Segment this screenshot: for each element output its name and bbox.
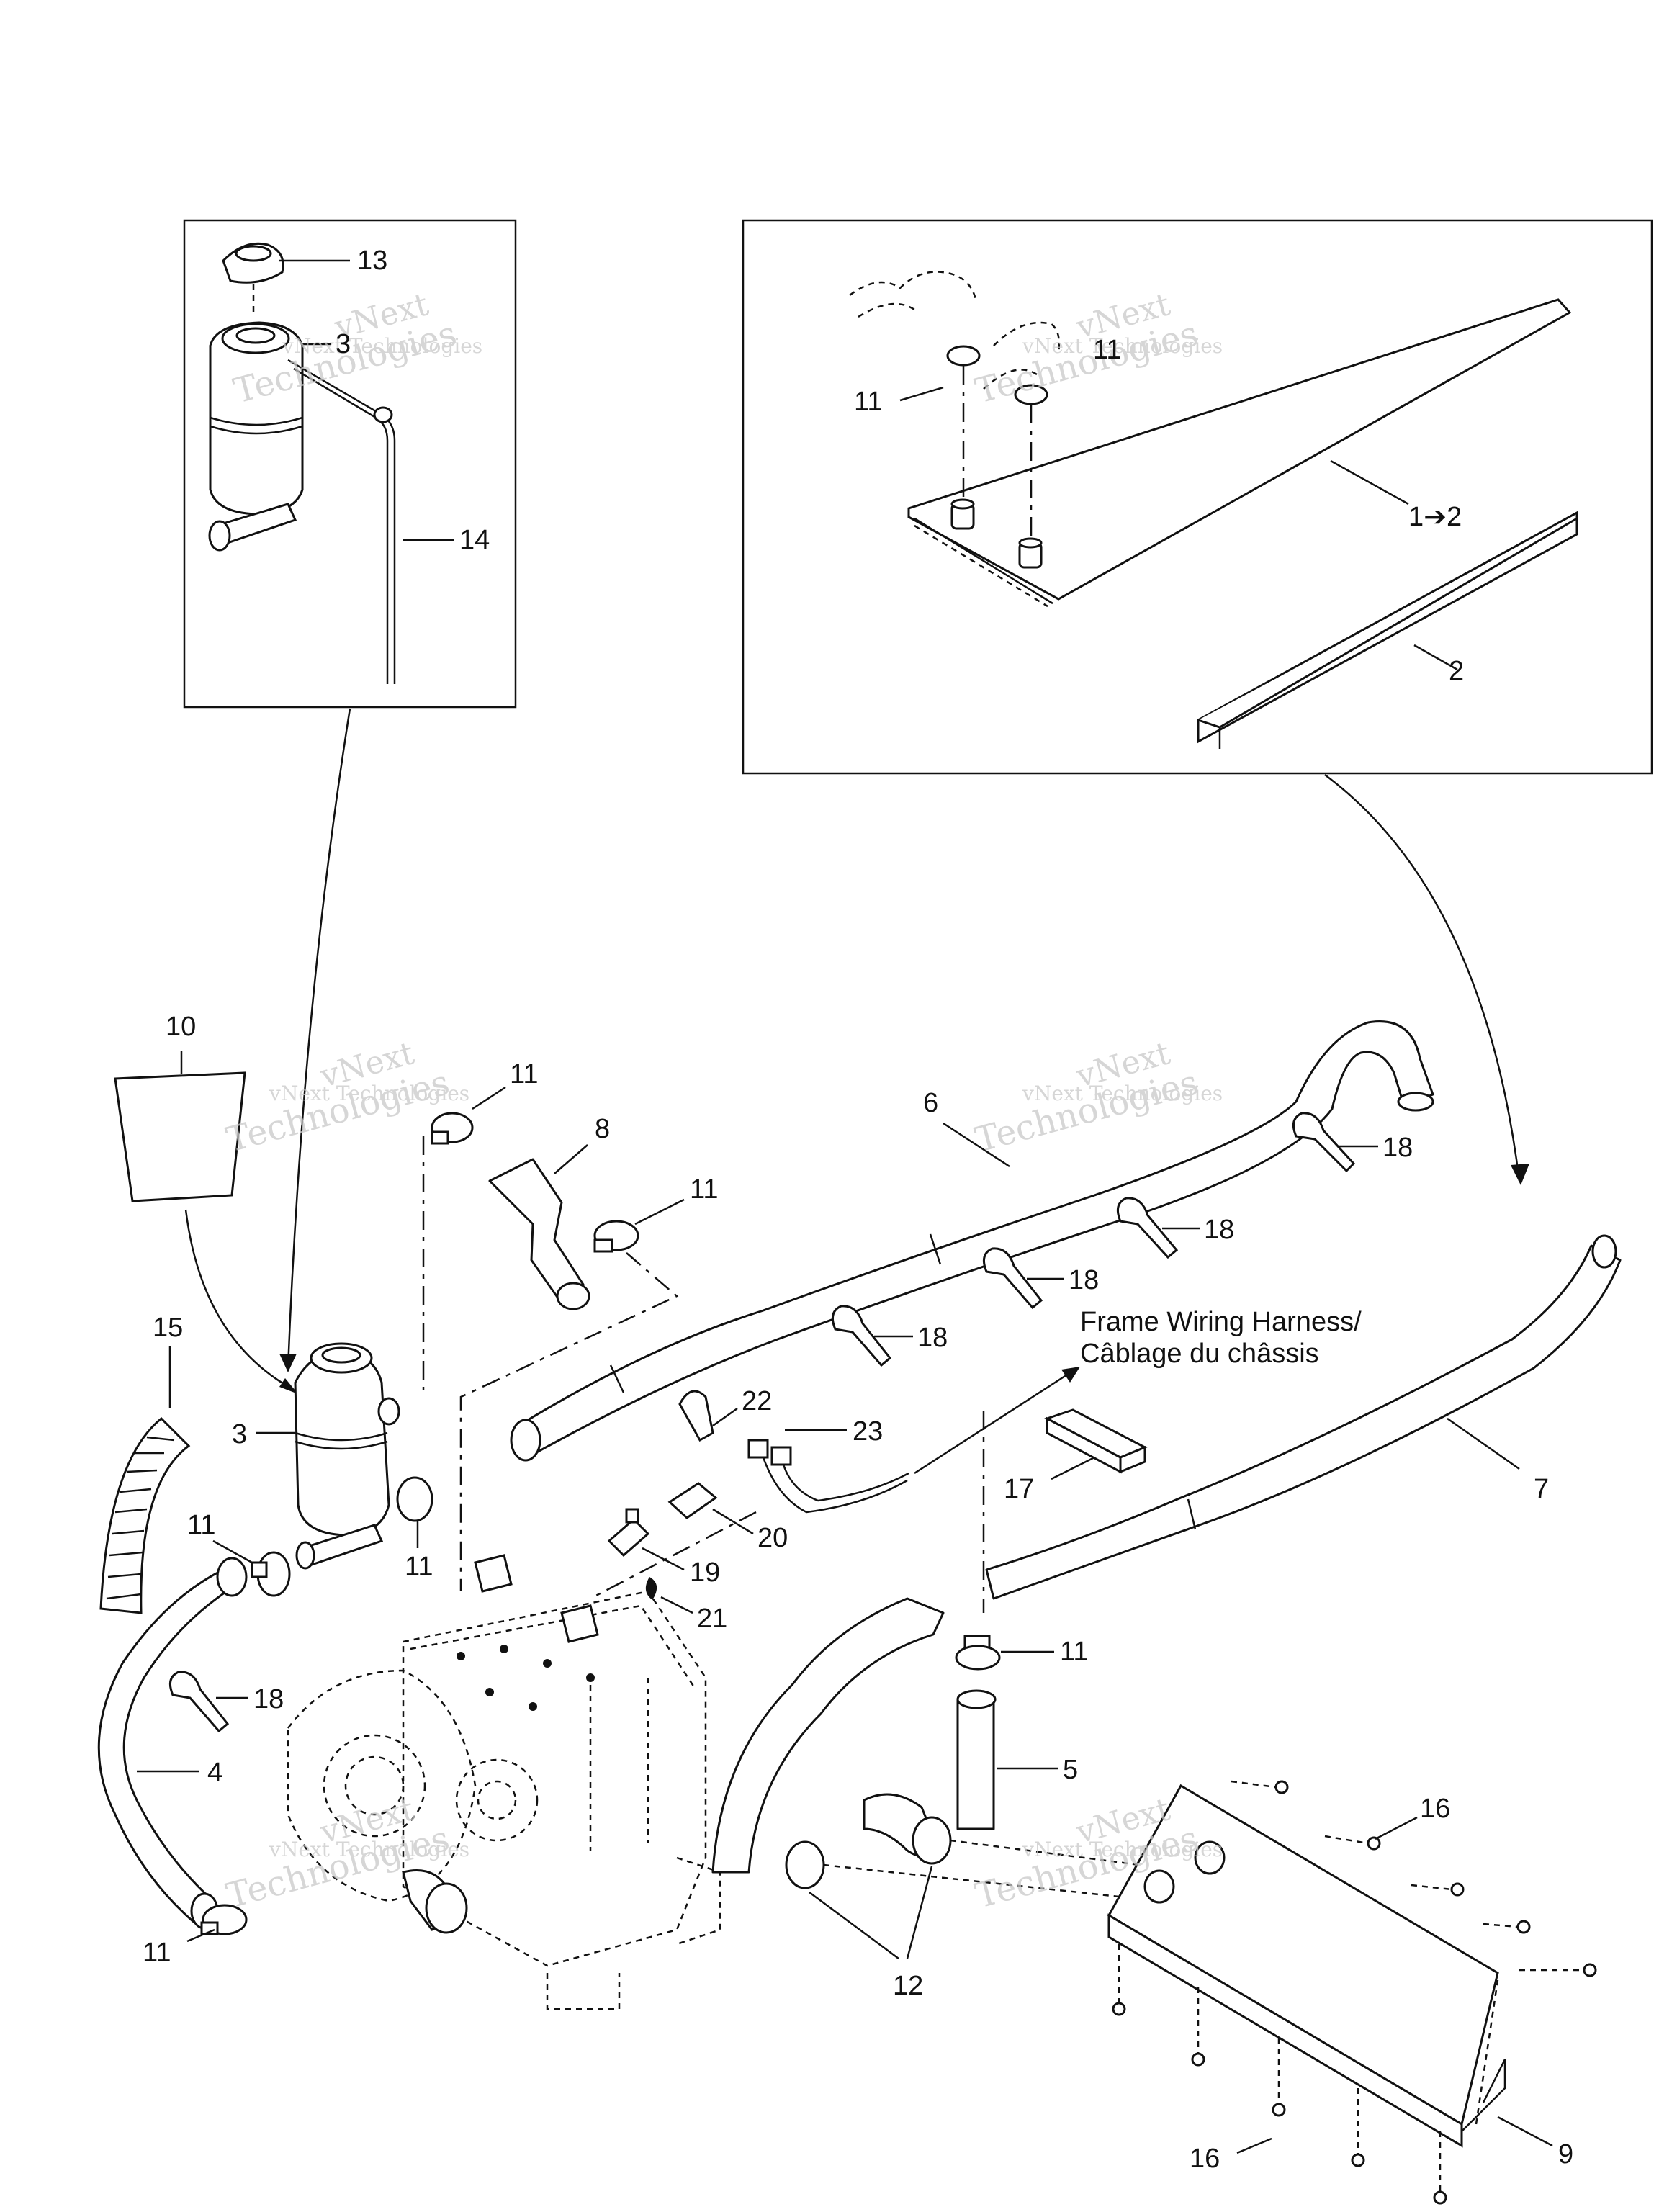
exchanger-arrow-head xyxy=(1511,1164,1529,1185)
callout-3: 3 xyxy=(232,1419,247,1449)
callout-16-top: 16 xyxy=(1420,1794,1450,1824)
hose-5 xyxy=(711,1597,997,1874)
screws-16 xyxy=(1112,1780,1597,2205)
callout-labels: 13 3 14 11 11 1➔2 2 10 11 8 11 6 18 18 1… xyxy=(143,246,1573,2174)
svg-text:vNext Technologies: vNext Technologies xyxy=(282,334,482,358)
callout-19: 19 xyxy=(690,1557,720,1588)
callout-11-res-b: 11 xyxy=(405,1552,433,1582)
svg-text:vNext Technologies: vNext Technologies xyxy=(1022,1838,1223,1861)
clamp-11-c xyxy=(396,1476,433,1522)
callout-9: 9 xyxy=(1558,2139,1573,2170)
reservoir-inset-drawing xyxy=(208,242,396,684)
callout-11-hose8: 11 xyxy=(690,1174,718,1205)
decal-10 xyxy=(114,1071,246,1202)
engine xyxy=(287,1554,721,2010)
sensor-19 xyxy=(607,1508,650,1557)
callout-22: 22 xyxy=(742,1386,772,1416)
svg-text:vNext Technologies: vNext Technologies xyxy=(1022,334,1223,358)
hose-7 xyxy=(985,1234,1622,1600)
svg-text:vNext Technologies: vNext Technologies xyxy=(269,1838,469,1861)
clamp-11-f xyxy=(955,1645,1001,1671)
callout-23: 23 xyxy=(853,1416,883,1447)
foam-block-17 xyxy=(1044,1408,1148,1474)
reservoir-arrow-line xyxy=(287,708,351,1369)
clip-22 xyxy=(678,1390,714,1442)
callout-18-d: 18 xyxy=(917,1323,948,1353)
reservoir-3 xyxy=(294,1342,400,1570)
callout-11-top: 11 xyxy=(510,1059,538,1089)
svg-text:vNext Technologies: vNext Technologies xyxy=(269,1082,469,1105)
callout-18-c: 18 xyxy=(1069,1265,1099,1295)
callout-14: 14 xyxy=(459,525,490,555)
hose-6 xyxy=(510,1020,1434,1462)
clamp-11-a xyxy=(431,1112,474,1145)
callout-21: 21 xyxy=(697,1604,727,1634)
callout-5: 5 xyxy=(1063,1755,1078,1785)
callout-6: 6 xyxy=(923,1088,938,1118)
callout-13: 13 xyxy=(357,246,387,276)
tie-wrap-18-group xyxy=(168,1112,1356,1733)
callout-8: 8 xyxy=(595,1114,610,1144)
clamp-11-b xyxy=(593,1220,639,1253)
callout-12-bottom: 12 xyxy=(893,1971,923,2001)
callout-11-bottom: 11 xyxy=(143,1938,171,1968)
callout-11-res-a: 11 xyxy=(187,1510,215,1540)
clamp-12-b xyxy=(912,1816,952,1865)
hose-8 xyxy=(488,1158,590,1310)
reservoir-arrow-head xyxy=(279,1354,297,1372)
callout-2: 2 xyxy=(1449,656,1464,686)
clamp-11-e xyxy=(200,1904,248,1936)
callout-7: 7 xyxy=(1534,1474,1549,1504)
callout-12-inset-left: 11 xyxy=(854,387,882,417)
callout-1-2: 1➔2 xyxy=(1408,502,1462,532)
heat-exchanger-9 xyxy=(1107,1784,1506,2148)
heat-exchanger-inset-drawing xyxy=(849,271,1578,749)
harness-label-line1: Frame Wiring Harness/ xyxy=(1080,1307,1362,1337)
callout-10: 10 xyxy=(166,1012,196,1042)
clamp-11-d xyxy=(251,1551,291,1597)
callout-3-inset: 3 xyxy=(336,329,351,359)
hose-4 xyxy=(97,1557,248,1930)
inset-box-reservoir xyxy=(183,219,517,709)
exchanger-arrow-line xyxy=(1324,773,1521,1182)
callout-18-b: 18 xyxy=(1204,1215,1234,1245)
inset-box-heat-exchanger xyxy=(742,219,1653,775)
callout-12-inset-right: 11 xyxy=(1093,335,1121,365)
callout-16-bottom: 16 xyxy=(1190,2144,1220,2174)
svg-text:vNext Technologies: vNext Technologies xyxy=(1022,1082,1223,1105)
callout-18-e: 18 xyxy=(253,1684,284,1714)
callout-18-a: 18 xyxy=(1382,1133,1413,1163)
callout-17: 17 xyxy=(1004,1474,1034,1504)
sealant-21 xyxy=(645,1577,657,1600)
harness-label-line2: Câblage du châssis xyxy=(1080,1339,1319,1369)
callout-15: 15 xyxy=(153,1313,183,1343)
sensor-20 xyxy=(667,1482,718,1519)
callout-20: 20 xyxy=(757,1523,788,1553)
callout-11-hose5: 11 xyxy=(1060,1637,1088,1667)
corrugated-tube-15 xyxy=(99,1416,191,1614)
clamp-12-a xyxy=(785,1840,825,1889)
harness-connector-23 xyxy=(747,1439,909,1514)
callout-4: 4 xyxy=(207,1758,222,1788)
